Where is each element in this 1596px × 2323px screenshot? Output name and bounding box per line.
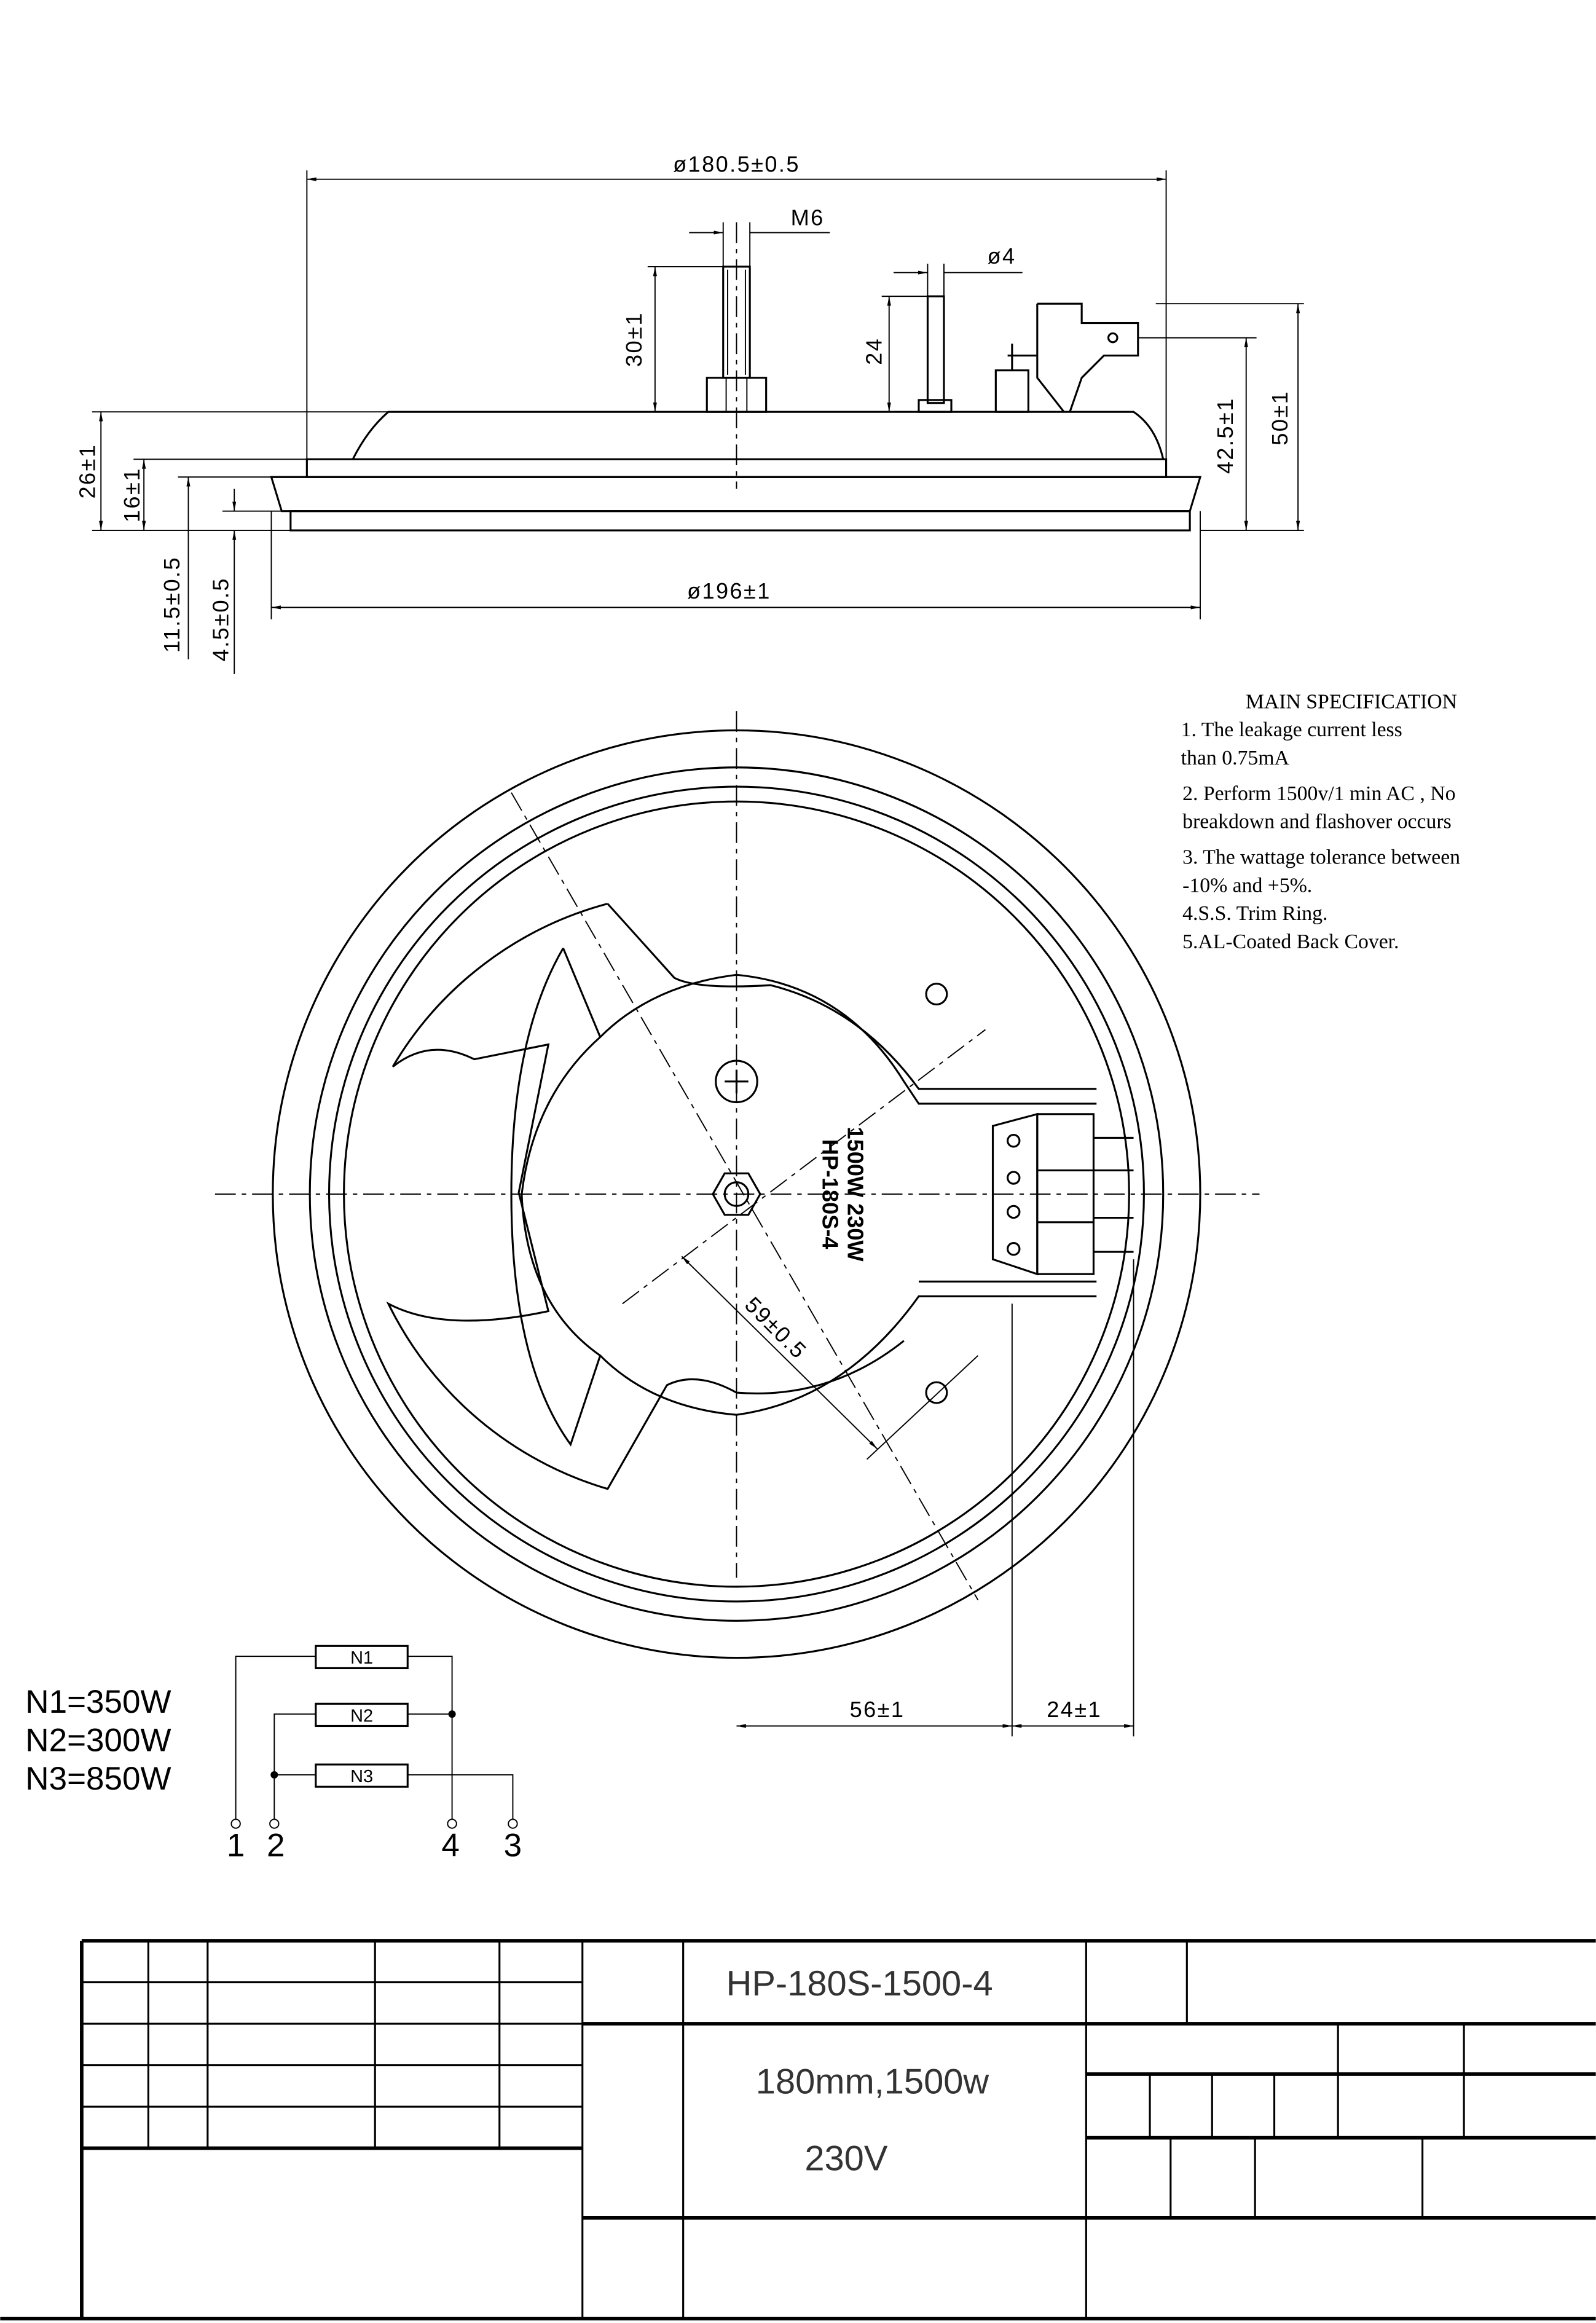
rating-n3: N3=850W	[25, 1761, 171, 1797]
wiring-diagram: N1=350W N2=300W N3=850W N1 N2 N3 1 2 4 3	[25, 1645, 522, 1864]
spec-line: than 0.75mA	[1181, 747, 1290, 769]
mounting-hole	[925, 983, 948, 1006]
rating-n2: N2=300W	[25, 1722, 171, 1758]
pin-height-dim: 24	[862, 337, 887, 365]
marking-rating: 1500W 230W	[843, 1127, 868, 1262]
size-power: 180mm,1500w	[756, 2062, 989, 2101]
bolt-height-dim: 30±1	[621, 312, 647, 367]
height-50-dim: 50±1	[1267, 390, 1292, 446]
side-view: ø180.5±0.5 M6 30±1 ø4 24 26±1 16±1 11.5±…	[75, 152, 1304, 674]
spec-line: 5.AL-Coated Back Cover.	[1182, 930, 1399, 953]
ring-diameter-dim: ø196±1	[687, 578, 771, 603]
spec-line: 1. The leakage current less	[1181, 718, 1402, 741]
main-specification: MAIN SPECIFICATION 1. The leakage curren…	[1181, 690, 1461, 953]
height-26-dim: 26±1	[75, 444, 100, 499]
bolt-thread-dim: M6	[791, 205, 825, 230]
model-number: HP-180S-1500-4	[726, 1964, 993, 2003]
element-n3	[315, 1763, 409, 1788]
element-label: N3	[350, 1767, 373, 1786]
terminal-block-side	[994, 302, 1139, 413]
spec-line: 3. The wattage tolerance between	[1182, 846, 1460, 868]
sensor-pin	[926, 295, 945, 404]
height-16-dim: 16±1	[119, 467, 144, 522]
mounting-hole	[925, 1381, 948, 1404]
voltage: 230V	[804, 2139, 888, 2179]
height-4-5-dim: 4.5±0.5	[208, 577, 234, 661]
element-n2	[315, 1702, 409, 1728]
rating-n1: N1=350W	[25, 1684, 171, 1720]
marking-model: HP-180S-4	[817, 1139, 843, 1249]
trim-ring	[270, 476, 1202, 513]
hex-nut	[706, 377, 768, 413]
element-label: N1	[350, 1648, 373, 1668]
terminal-1: 1	[227, 1828, 245, 1864]
dim-56: 56±1	[850, 1697, 905, 1722]
height-11-5-dim: 11.5±0.5	[159, 556, 184, 653]
radius-dim: 59±0.5	[740, 1292, 812, 1364]
title-block: HP-180S-1500-4 180mm,1500w 230V	[0, 1939, 1596, 2321]
spec-line: 4.S.S. Trim Ring.	[1182, 902, 1327, 925]
height-42-5-dim: 42.5±1	[1213, 397, 1238, 474]
pin-diameter-dim: ø4	[987, 243, 1016, 269]
spec-line: breakdown and flashover occurs	[1182, 811, 1452, 833]
terminal-3: 3	[504, 1828, 522, 1864]
spec-title: MAIN SPECIFICATION	[1246, 690, 1457, 713]
plan-view: 59±0.5 HP-180S-4 1500W 230W 56±1 24±1	[214, 711, 1260, 1737]
outer-diameter-dim: ø180.5±0.5	[673, 152, 800, 177]
spec-line: 2. Perform 1500v/1 min AC , No	[1182, 782, 1455, 805]
element-label: N2	[350, 1706, 373, 1726]
element-n1	[315, 1645, 409, 1670]
terminal-2: 2	[267, 1828, 285, 1864]
terminal-4: 4	[441, 1828, 459, 1864]
back-cover-profile	[352, 411, 1165, 460]
spec-line: -10% and +5%.	[1182, 874, 1312, 897]
dim-24: 24±1	[1047, 1697, 1102, 1722]
